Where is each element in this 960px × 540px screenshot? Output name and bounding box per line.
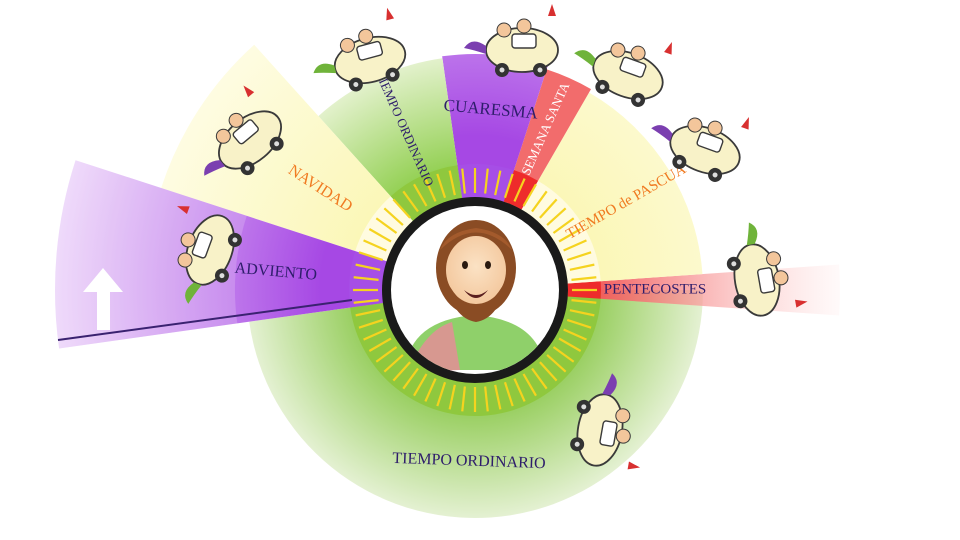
hub-ray — [461, 168, 466, 194]
hub-ray — [513, 178, 526, 202]
hub-ray — [448, 384, 456, 410]
hub-ray — [546, 354, 567, 373]
hub-ray — [363, 239, 387, 252]
hub-ray — [424, 178, 437, 202]
pilgrim-car-icon — [313, 7, 407, 92]
hub-ray — [383, 207, 404, 226]
hub-ray — [436, 173, 447, 199]
hub-ray — [569, 309, 595, 317]
hub-ray — [375, 217, 398, 234]
hub-ordinario-2 — [350, 290, 601, 417]
pilgrim-car-icon — [651, 117, 749, 182]
hub-ray — [566, 251, 592, 262]
hub-ray — [571, 276, 597, 281]
hub-ray — [368, 228, 392, 243]
hub-ray — [436, 381, 447, 407]
hub-ray — [552, 346, 575, 363]
hub-ray — [558, 337, 582, 352]
hub-ray — [448, 170, 456, 196]
hub-ray — [413, 183, 428, 207]
start-line — [57, 299, 353, 341]
hub-ray — [484, 168, 489, 194]
hub-ray — [539, 198, 558, 219]
hub-ray — [552, 217, 575, 234]
hub-semana-santa — [503, 170, 538, 210]
hub-ray — [413, 373, 428, 397]
hub-ray — [539, 361, 558, 382]
hub-ray — [484, 386, 489, 412]
hub-ray — [513, 378, 526, 402]
hub-ring — [349, 164, 602, 417]
start-arrow-icon — [83, 268, 123, 330]
pilgrim-car-icon — [464, 4, 559, 77]
hub-ray — [558, 228, 582, 243]
hub-ray — [363, 328, 387, 341]
hub-ray — [531, 367, 548, 390]
pilgrim-car-icon — [574, 42, 672, 107]
hub-ray — [571, 299, 597, 304]
hub-ray — [358, 251, 384, 262]
hub-ray — [358, 318, 384, 329]
pilgrim-car-icon — [177, 206, 242, 304]
hub-ray — [531, 190, 548, 213]
hub-ray — [461, 386, 466, 412]
label-pentecostes: PENTECOSTES — [604, 281, 707, 297]
jesus-portrait-icon — [382, 197, 568, 383]
hub-ray — [383, 354, 404, 373]
hub-ray — [392, 361, 411, 382]
hub-ray — [402, 190, 419, 213]
pilgrim-car-icon — [726, 222, 808, 317]
hub-ray — [563, 328, 587, 341]
hub-ray — [355, 309, 381, 317]
hub-ray — [522, 183, 537, 207]
hub-ray — [353, 299, 379, 304]
hub-ordinario-1 — [390, 165, 463, 221]
hub-ray — [503, 173, 514, 199]
pilgrim-car-icon — [570, 373, 641, 470]
pilgrim-cars — [177, 4, 808, 470]
hub-ray — [566, 318, 592, 329]
hub-ray — [353, 276, 379, 281]
hub-ray — [375, 346, 398, 363]
hub-ray — [569, 263, 595, 271]
hub-pascua — [521, 180, 601, 284]
hub-ray — [522, 373, 537, 397]
hub-ray — [494, 170, 502, 196]
hub-ray — [503, 381, 514, 407]
hub-ray — [368, 337, 392, 352]
hub-ray — [546, 207, 567, 226]
hub-ray — [424, 378, 437, 402]
hub-navidad — [355, 196, 413, 262]
hub-ray — [563, 239, 587, 252]
hub-ray — [494, 384, 502, 410]
hub-ray — [392, 198, 411, 219]
sector-navidad — [161, 44, 414, 262]
pilgrim-car-icon — [204, 85, 284, 176]
hub-ray — [355, 263, 381, 271]
hub-ray — [402, 367, 419, 390]
label-tiempo-ordinario-2: TIEMPO ORDINARIO — [392, 450, 546, 472]
